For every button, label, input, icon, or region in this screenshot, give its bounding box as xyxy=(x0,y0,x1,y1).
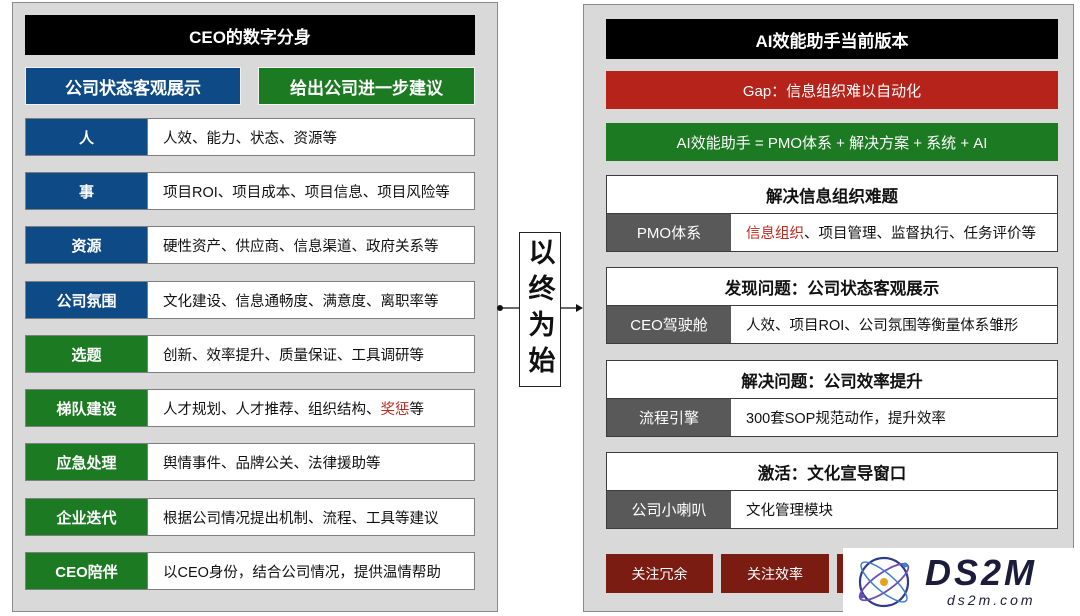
atom-logo-icon xyxy=(858,556,910,608)
card-text: 信息组织、项目管理、监督执行、任务评价等 xyxy=(731,214,1057,251)
row-label: 人 xyxy=(26,119,148,155)
row-affairs: 事 项目ROI、项目成本、项目信息、项目风险等 xyxy=(25,172,475,210)
row-label: 企业迭代 xyxy=(26,499,148,535)
left-panel-title: CEO的数字分身 xyxy=(25,15,475,55)
card-label: CEO驾驶舱 xyxy=(607,306,731,343)
motto-text: 以终为始 xyxy=(524,237,555,382)
row-text: 根据公司情况提出机制、流程、工具等建议 xyxy=(163,510,439,527)
row-label: 资源 xyxy=(26,227,148,263)
row-atmosphere: 公司氛围 文化建设、信息通畅度、满意度、离职率等 xyxy=(25,281,475,319)
card-row: 公司小喇叭 文化管理模块 xyxy=(607,491,1057,528)
watermark-url: ds2m.com xyxy=(947,592,1036,608)
row-emergency-handling: 应急处理 舆情事件、品牌公关、法律援助等 xyxy=(25,443,475,481)
row-text: 以CEO身份，结合公司情况，提供温情帮助 xyxy=(163,564,441,581)
row-ceo-companion: CEO陪伴 以CEO身份，结合公司情况，提供温情帮助 xyxy=(25,552,475,590)
row-label: 应急处理 xyxy=(26,444,148,480)
row-text-highlight: 奖惩 xyxy=(380,401,410,418)
watermark-name: DS2M xyxy=(925,552,1038,593)
connector-arrows xyxy=(497,304,583,312)
row-description: 以CEO身份，结合公司情况，提供温情帮助 xyxy=(148,553,474,589)
card-text-segment: 、项目管理、监督执行、任务评价等 xyxy=(804,226,1036,242)
focus-redundancy-button: 关注冗余 xyxy=(606,554,713,593)
row-description: 人才规划、人才推荐、组织结构、奖惩等 xyxy=(148,390,474,426)
card-row: 流程引擎 300套SOP规范动作，提升效率 xyxy=(607,399,1057,436)
row-description: 人效、能力、状态、资源等 xyxy=(148,119,474,155)
row-people: 人 人效、能力、状态、资源等 xyxy=(25,118,475,156)
card-solve-information: 解决信息组织难题 PMO体系 信息组织、项目管理、监督执行、任务评价等 xyxy=(606,175,1058,252)
row-label: 事 xyxy=(26,173,148,209)
row-text: 等 xyxy=(409,401,425,418)
card-label: 公司小喇叭 xyxy=(607,491,731,528)
formula-banner: AI效能助手 = PMO体系 + 解决方案 + 系统 + AI xyxy=(606,123,1058,161)
card-solve-problems: 解决问题：公司效率提升 流程引擎 300套SOP规范动作，提升效率 xyxy=(606,360,1058,437)
ai-assistant-panel: AI效能助手当前版本 Gap：信息组织难以自动化 AI效能助手 = PMO体系 … xyxy=(583,4,1074,612)
card-row: CEO驾驶舱 人效、项目ROI、公司氛围等衡量体系雏形 xyxy=(607,306,1057,343)
row-description: 舆情事件、品牌公关、法律援助等 xyxy=(148,444,474,480)
card-header: 发现问题：公司状态客观展示 xyxy=(607,268,1057,306)
row-text: 人效、能力、状态、资源等 xyxy=(163,130,337,147)
row-label: CEO陪伴 xyxy=(26,553,148,589)
row-text: 硬性资产、供应商、信息渠道、政府关系等 xyxy=(163,238,439,255)
card-row: PMO体系 信息组织、项目管理、监督执行、任务评价等 xyxy=(607,214,1057,251)
card-header: 激活：文化宣导窗口 xyxy=(607,453,1057,491)
row-text: 项目ROI、项目成本、项目信息、项目风险等 xyxy=(163,184,450,201)
card-text-segment: 300套SOP规范动作，提升效率 xyxy=(746,411,946,427)
card-activate: 激活：文化宣导窗口 公司小喇叭 文化管理模块 xyxy=(606,452,1058,529)
row-label: 梯队建设 xyxy=(26,390,148,426)
row-description: 根据公司情况提出机制、流程、工具等建议 xyxy=(148,499,474,535)
motto-box: 以终为始 xyxy=(519,232,561,387)
right-panel-title: AI效能助手当前版本 xyxy=(606,19,1058,59)
card-text-segment: 文化管理模块 xyxy=(746,503,833,519)
row-topic-selection: 选题 创新、效率提升、质量保证、工具调研等 xyxy=(25,335,475,373)
row-description: 项目ROI、项目成本、项目信息、项目风险等 xyxy=(148,173,474,209)
card-text-segment: 人效、项目ROI、公司氛围等衡量体系雏形 xyxy=(746,318,1019,334)
card-header: 解决信息组织难题 xyxy=(607,176,1057,214)
row-description: 文化建设、信息通畅度、满意度、离职率等 xyxy=(148,282,474,318)
card-text: 300套SOP规范动作，提升效率 xyxy=(731,399,1057,436)
card-label: PMO体系 xyxy=(607,214,731,251)
row-description: 硬性资产、供应商、信息渠道、政府关系等 xyxy=(148,227,474,263)
card-text: 文化管理模块 xyxy=(731,491,1057,528)
card-discover-problems: 发现问题：公司状态客观展示 CEO驾驶舱 人效、项目ROI、公司氛围等衡量体系雏… xyxy=(606,267,1058,344)
watermark-logo: DS2M ds2m.com xyxy=(843,548,1080,616)
gap-banner: Gap：信息组织难以自动化 xyxy=(606,71,1058,109)
card-text-highlight: 信息组织 xyxy=(746,226,804,242)
arrow-head-icon xyxy=(576,304,583,312)
card-label: 流程引擎 xyxy=(607,399,731,436)
card-text: 人效、项目ROI、公司氛围等衡量体系雏形 xyxy=(731,306,1057,343)
row-label: 选题 xyxy=(26,336,148,372)
row-text: 文化建设、信息通畅度、满意度、离职率等 xyxy=(163,293,439,310)
focus-efficiency-button: 关注效率 xyxy=(721,554,829,593)
row-talent-pipeline: 梯队建设 人才规划、人才推荐、组织结构、奖惩等 xyxy=(25,389,475,427)
ceo-digital-twin-panel: CEO的数字分身 公司状态客观展示 给出公司进一步建议 人 人效、能力、状态、资… xyxy=(12,2,498,612)
row-text: 舆情事件、品牌公关、法律援助等 xyxy=(163,455,381,472)
row-text: 创新、效率提升、质量保证、工具调研等 xyxy=(163,347,424,364)
card-header: 解决问题：公司效率提升 xyxy=(607,361,1057,399)
advice-tab: 给出公司进一步建议 xyxy=(258,67,475,105)
row-enterprise-iteration: 企业迭代 根据公司情况提出机制、流程、工具等建议 xyxy=(25,498,475,536)
row-description: 创新、效率提升、质量保证、工具调研等 xyxy=(148,336,474,372)
status-display-tab: 公司状态客观展示 xyxy=(25,67,241,105)
row-label: 公司氛围 xyxy=(26,282,148,318)
row-text: 人才规划、人才推荐、组织结构、 xyxy=(163,401,381,418)
row-resources: 资源 硬性资产、供应商、信息渠道、政府关系等 xyxy=(25,226,475,264)
